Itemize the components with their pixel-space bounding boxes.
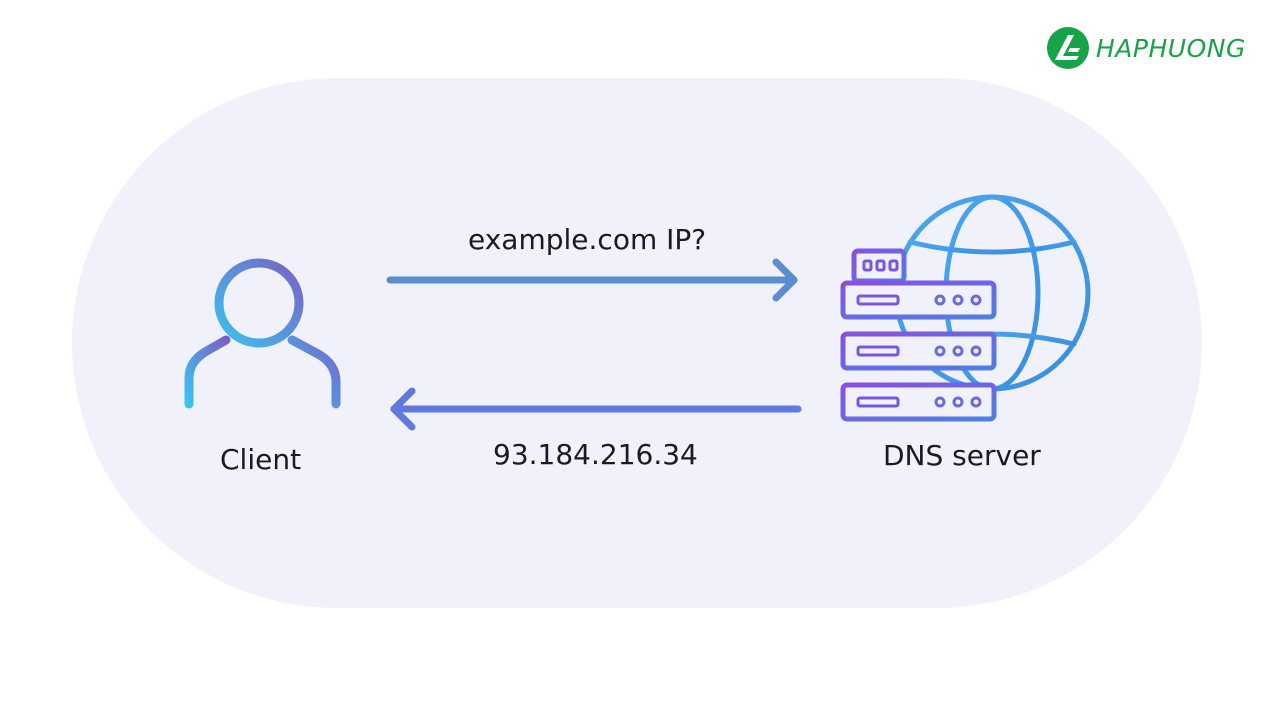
response-label: 93.184.216.34 xyxy=(493,438,698,471)
response-arrow xyxy=(390,387,802,431)
brand-logo: HAPHUONG xyxy=(1046,26,1246,70)
request-label: example.com IP? xyxy=(468,223,707,256)
client-label: Client xyxy=(220,443,302,476)
request-arrow xyxy=(386,258,798,302)
user-icon xyxy=(184,258,341,409)
brand-mark-icon xyxy=(1047,27,1089,69)
brand-name: HAPHUONG xyxy=(1096,33,1246,63)
server-stack-icon xyxy=(840,248,997,422)
server-label: DNS server xyxy=(883,439,1041,472)
